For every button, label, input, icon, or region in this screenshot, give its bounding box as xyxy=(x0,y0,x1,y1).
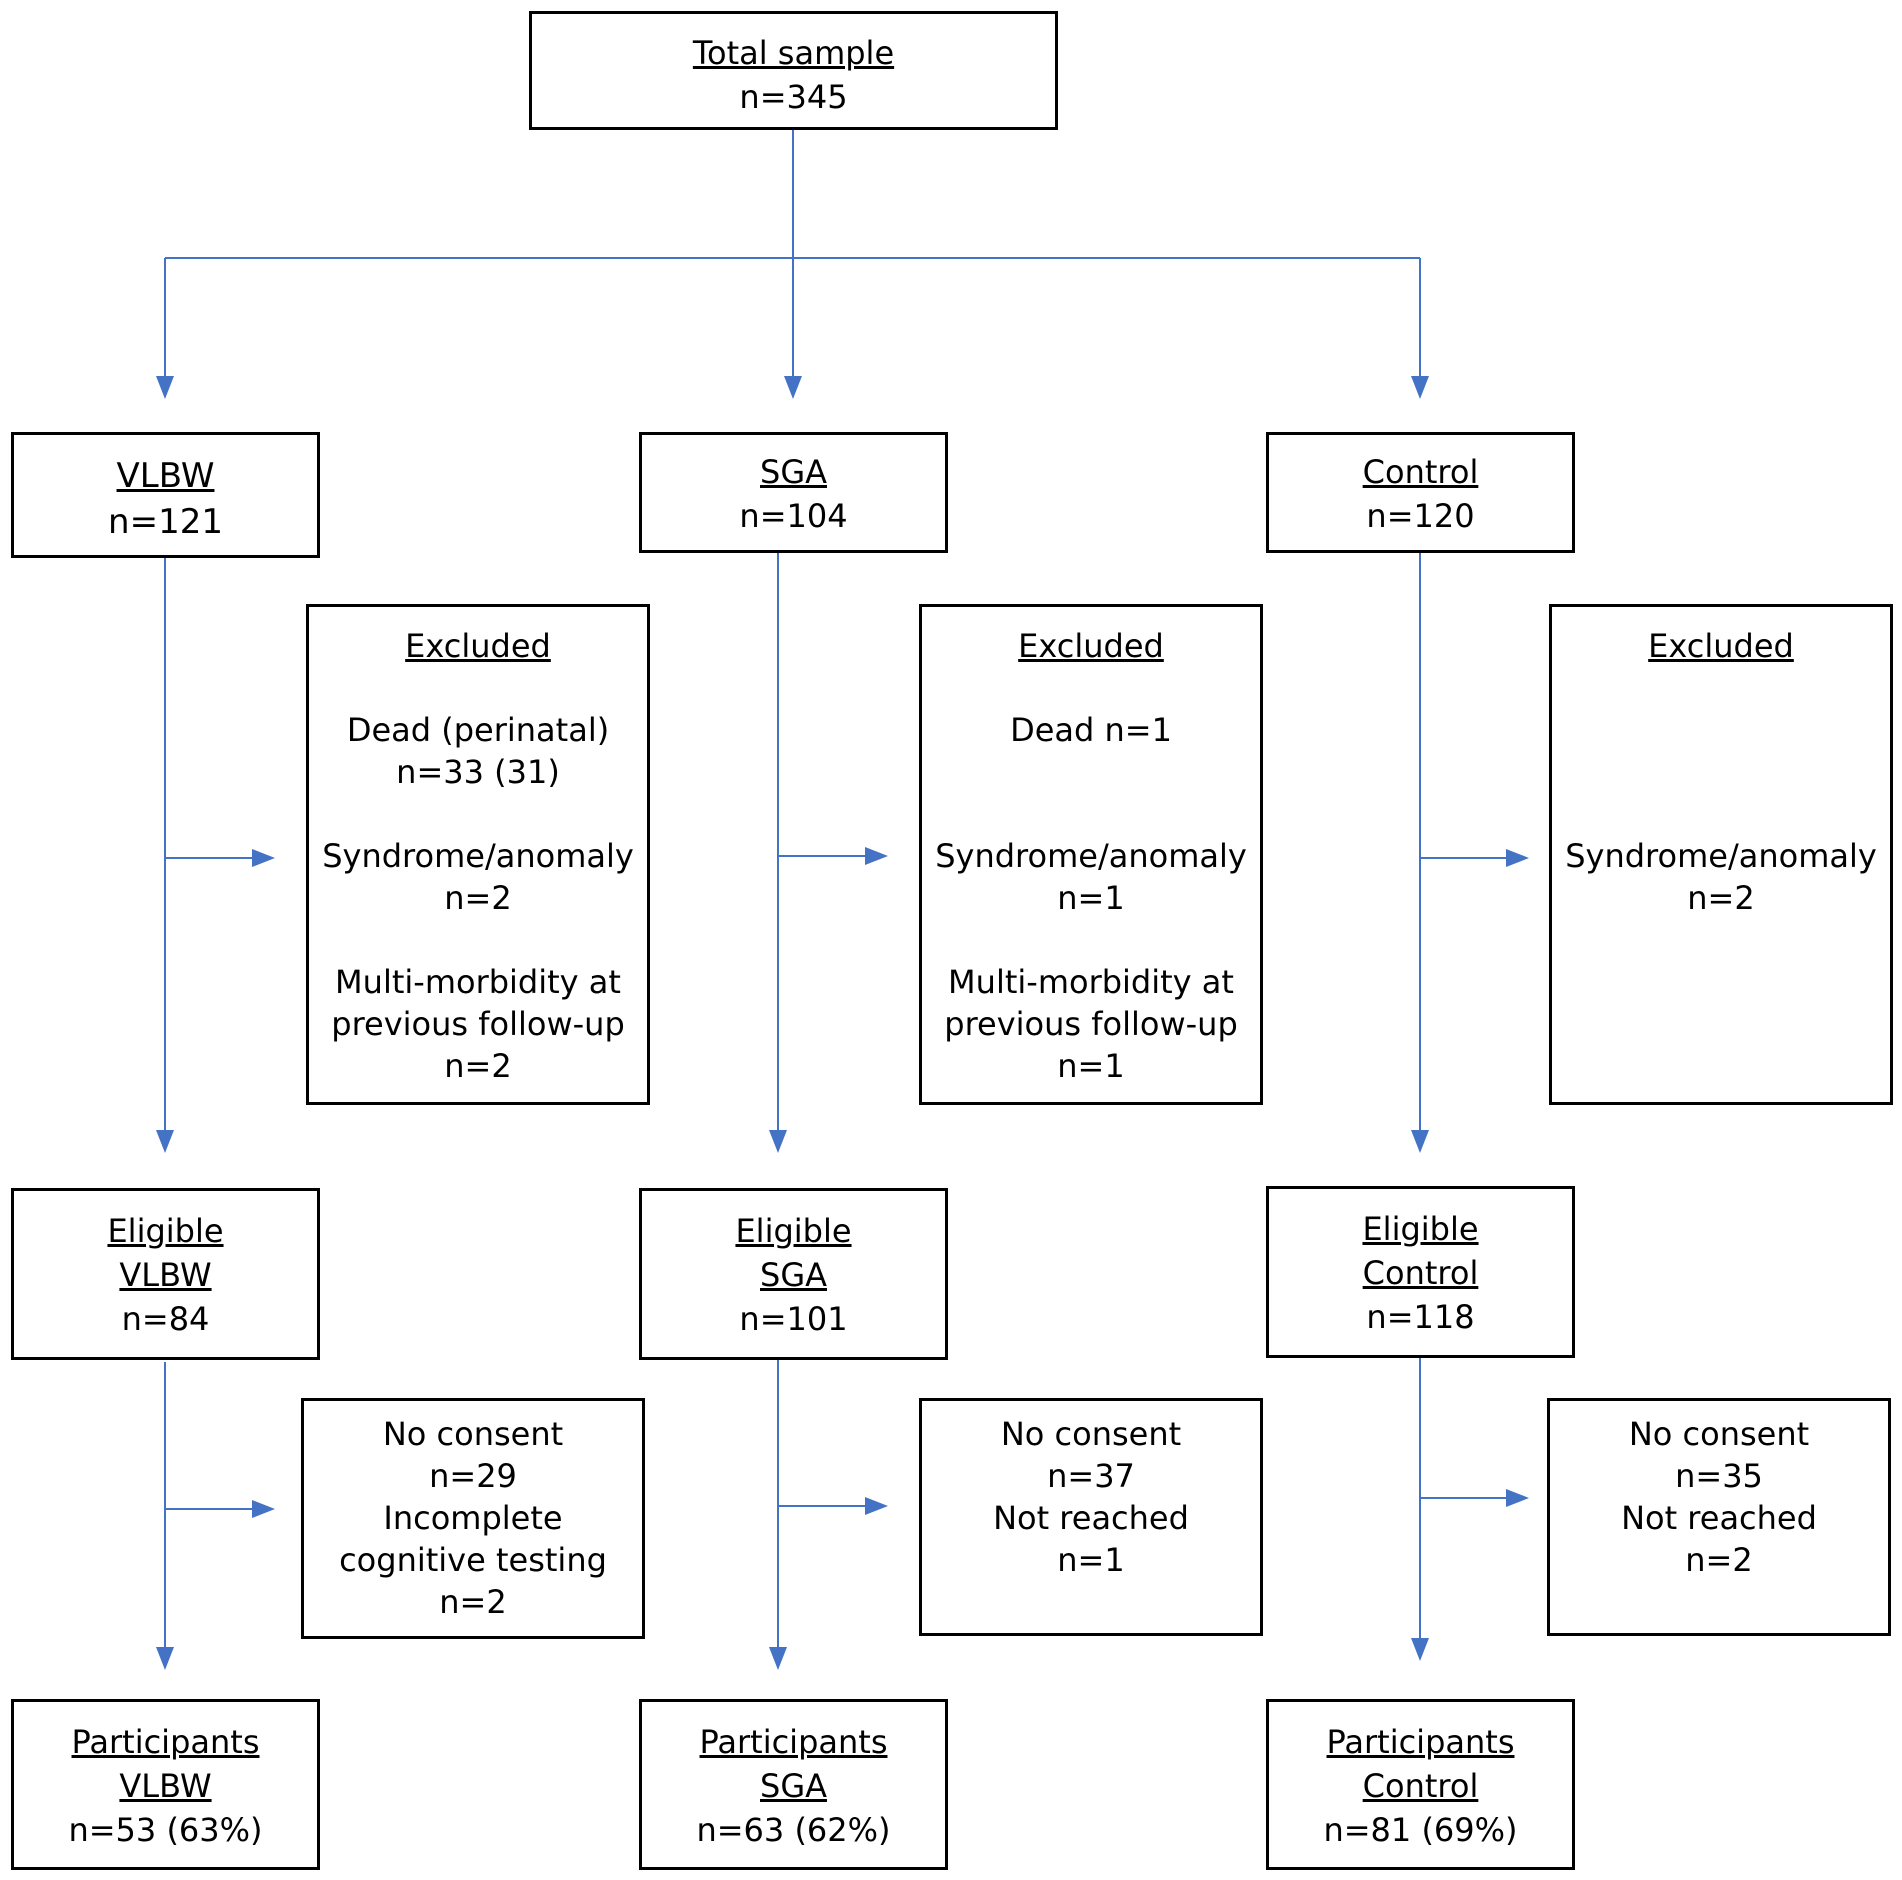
sga-excluded-title: Excluded xyxy=(1018,627,1164,665)
control-syndrome-n: n=2 xyxy=(1687,879,1755,917)
vlbw-excluded-box: Excluded Dead (perinatal) n=33 (31) Synd… xyxy=(306,604,650,1105)
sga-n: n=104 xyxy=(739,497,848,535)
control-eligible-title-1: Eligible xyxy=(1362,1210,1479,1248)
vlbw-multi-label-1: Multi-morbidity at xyxy=(335,963,621,1001)
vlbw-participants-title-1: Participants xyxy=(71,1723,260,1761)
sga-participants-n: n=63 (62%) xyxy=(696,1811,891,1849)
total-sample-title: Total sample xyxy=(692,34,895,72)
sga-syndrome-n: n=1 xyxy=(1057,879,1125,917)
sga-excluded-box: Excluded Dead n=1 Syndrome/anomaly n=1 M… xyxy=(919,604,1263,1105)
control-title: Control xyxy=(1362,453,1479,491)
vlbw-eligible-n: n=84 xyxy=(121,1300,210,1338)
vlbw-no-consent-n: n=29 xyxy=(429,1457,517,1495)
vlbw-no-consent: No consent xyxy=(382,1415,564,1453)
vlbw-dead-n: n=33 (31) xyxy=(396,753,560,791)
vlbw-excluded-title: Excluded xyxy=(405,627,551,665)
control-not-reached: Not reached xyxy=(1621,1499,1817,1537)
control-syndrome-label: Syndrome/anomaly xyxy=(1565,837,1877,875)
vlbw-multi-label-2: previous follow-up xyxy=(331,1005,625,1043)
sga-multi-label-1: Multi-morbidity at xyxy=(948,963,1234,1001)
sga-not-reached-n: n=1 xyxy=(1057,1541,1125,1579)
control-participants-title-2: Control xyxy=(1362,1767,1479,1805)
sga-multi-label-2: previous follow-up xyxy=(944,1005,1238,1043)
sga-syndrome-label: Syndrome/anomaly xyxy=(935,837,1247,875)
sga-title: SGA xyxy=(760,453,827,491)
control-lost-box: No consent n=35 Not reached n=2 xyxy=(1547,1398,1891,1636)
control-participants-title-1: Participants xyxy=(1326,1723,1515,1761)
sga-participants-title-1: Participants xyxy=(699,1723,888,1761)
control-no-consent-n: n=35 xyxy=(1675,1457,1763,1495)
sga-eligible-title-2: SGA xyxy=(760,1256,827,1294)
vlbw-eligible-box: Eligible VLBW n=84 xyxy=(11,1188,320,1360)
vlbw-incomplete: Incomplete xyxy=(383,1499,563,1537)
sga-dead: Dead n=1 xyxy=(1010,711,1172,749)
control-not-reached-n: n=2 xyxy=(1685,1541,1753,1579)
vlbw-syndrome-label: Syndrome/anomaly xyxy=(322,837,634,875)
vlbw-dead-label: Dead (perinatal) xyxy=(346,711,610,749)
vlbw-syndrome-n: n=2 xyxy=(444,879,512,917)
sga-participants-title-2: SGA xyxy=(760,1767,827,1805)
control-n: n=120 xyxy=(1366,497,1475,535)
control-participants-box: Participants Control n=81 (69%) xyxy=(1266,1699,1575,1870)
vlbw-participants-title-2: VLBW xyxy=(119,1767,212,1805)
sga-box: SGA n=104 xyxy=(639,432,948,553)
control-excluded-title: Excluded xyxy=(1648,627,1794,665)
vlbw-lost-box: No consent n=29 Incomplete cognitive tes… xyxy=(301,1398,645,1639)
vlbw-multi-n: n=2 xyxy=(444,1047,512,1085)
total-sample-n: n=345 xyxy=(739,78,848,116)
vlbw-title: VLBW xyxy=(116,456,215,496)
vlbw-participants-n: n=53 (63%) xyxy=(68,1811,263,1849)
sga-eligible-n: n=101 xyxy=(739,1300,848,1338)
sga-participants-box: Participants SGA n=63 (62%) xyxy=(639,1699,948,1870)
control-eligible-n: n=118 xyxy=(1366,1298,1475,1336)
control-no-consent: No consent xyxy=(1628,1415,1810,1453)
vlbw-n: n=121 xyxy=(108,502,223,542)
sga-no-consent: No consent xyxy=(1000,1415,1182,1453)
vlbw-participants-box: Participants VLBW n=53 (63%) xyxy=(11,1699,320,1870)
control-eligible-title-2: Control xyxy=(1362,1254,1479,1292)
vlbw-cognitive-testing: cognitive testing xyxy=(339,1541,607,1579)
total-sample-box: Total sample n=345 xyxy=(529,11,1058,130)
sga-no-consent-n: n=37 xyxy=(1047,1457,1135,1495)
vlbw-eligible-title-1: Eligible xyxy=(107,1212,224,1250)
control-participants-n: n=81 (69%) xyxy=(1323,1811,1518,1849)
sga-multi-n: n=1 xyxy=(1057,1047,1125,1085)
control-excluded-box: Excluded Syndrome/anomaly n=2 xyxy=(1549,604,1893,1105)
sga-lost-box: No consent n=37 Not reached n=1 xyxy=(919,1398,1263,1636)
sga-eligible-box: Eligible SGA n=101 xyxy=(639,1188,948,1360)
sga-eligible-title-1: Eligible xyxy=(735,1212,852,1250)
vlbw-incomplete-n: n=2 xyxy=(439,1583,507,1621)
vlbw-box: VLBW n=121 xyxy=(11,432,320,558)
control-eligible-box: Eligible Control n=118 xyxy=(1266,1186,1575,1358)
control-box: Control n=120 xyxy=(1266,432,1575,553)
vlbw-eligible-title-2: VLBW xyxy=(119,1256,212,1294)
sga-not-reached: Not reached xyxy=(993,1499,1189,1537)
